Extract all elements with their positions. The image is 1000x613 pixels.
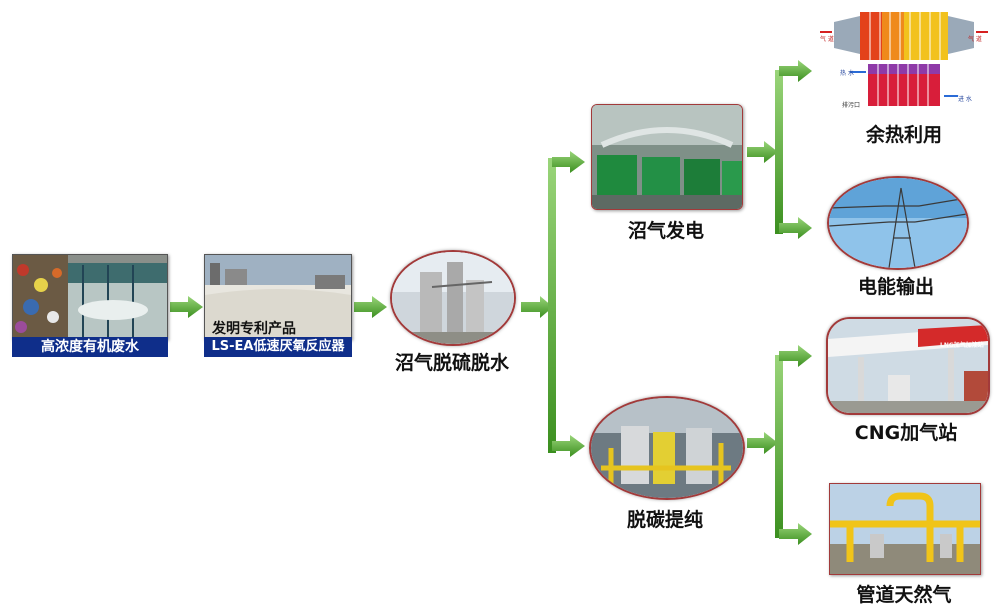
- arrow-reactor-to-desulfurization: [354, 296, 387, 318]
- arrow-to-electricity: [779, 217, 812, 239]
- heat-label: 余热利用: [865, 124, 942, 146]
- branch-right-bottom-vertical: [775, 355, 783, 538]
- arrow-to-cng: [779, 345, 812, 367]
- power-photo: [591, 104, 743, 210]
- heat-exchanger-photo: [820, 8, 988, 112]
- cng-label: CNG加气站: [854, 422, 958, 444]
- arrow-desulfurization-to-branch: [521, 296, 553, 318]
- arrow-to-decarbonization: [552, 435, 585, 457]
- decarbonization-photo: [589, 396, 745, 500]
- desulfurization-label: 沼气脱硫脱水: [394, 352, 509, 374]
- hx-top-left-text: 气 道: [820, 36, 834, 43]
- arrow-power-to-branch: [747, 141, 778, 163]
- pipeline-photo: [829, 483, 981, 575]
- arrow-to-heat: [779, 60, 812, 82]
- arrow-wastewater-to-reactor: [170, 296, 203, 318]
- electricity-label: 电能输出: [857, 276, 934, 298]
- hx-top-right-text: 气 道: [968, 36, 982, 43]
- station-sign-text: LNG加气加油站: [940, 342, 984, 349]
- arrow-to-pipeline: [779, 523, 812, 545]
- pipeline-label: 管道天然气: [856, 584, 952, 606]
- power-label: 沼气发电: [627, 220, 704, 242]
- wastewater-label: 高浓度有机废水: [12, 337, 168, 357]
- hx-mid-left-text: 热 水: [840, 70, 854, 77]
- cng-photo: [826, 317, 990, 415]
- branch-left-vertical: [548, 158, 556, 453]
- reactor-title: 发明专利产品: [212, 321, 296, 337]
- decarbonization-label: 脱碳提纯: [626, 509, 703, 531]
- reactor-photo: [204, 254, 352, 340]
- hx-bottom-left-text: 排污口: [842, 102, 861, 109]
- electricity-photo: [827, 176, 969, 270]
- reactor-subtitle: LS-EA低速厌氧反应器: [204, 337, 352, 357]
- desulfurization-photo: [390, 250, 516, 346]
- arrow-decarb-to-branch: [747, 432, 778, 454]
- arrow-to-power: [552, 151, 585, 173]
- branch-right-top-vertical: [775, 70, 783, 234]
- wastewater-photo: [12, 254, 168, 340]
- hx-bottom-right-text: 进 水: [958, 96, 972, 103]
